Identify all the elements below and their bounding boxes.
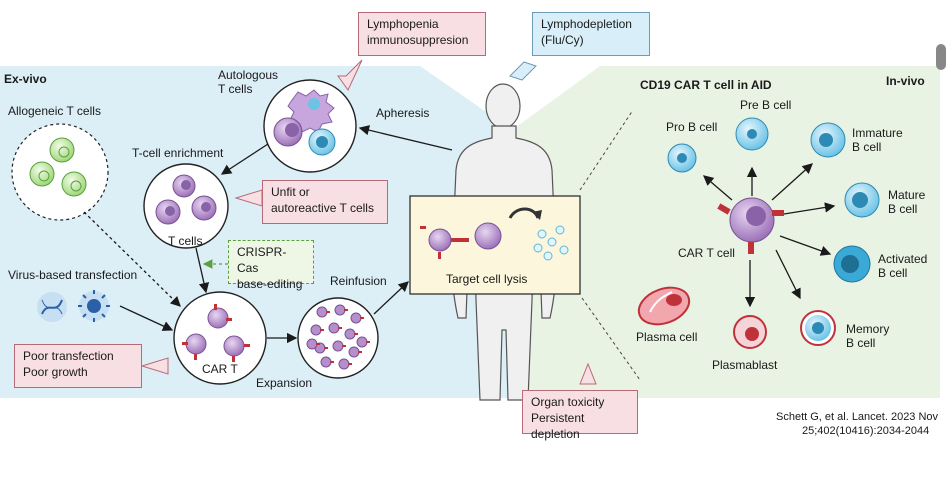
citation-line-1: Schett G, et al. Lancet. 2023 Nov xyxy=(776,411,939,423)
lymphodepletion-line-2: (Flu/Cy) xyxy=(541,33,584,47)
unfit-callout: Unfit or autoreactive T cells xyxy=(262,180,388,224)
expanded-cart-cell xyxy=(310,324,322,336)
lymphodepletion-line-1: Lymphodepletion xyxy=(541,17,632,31)
organ-callout: Organ toxicity Persistent depletion xyxy=(522,390,638,441)
lymphopenia-line-1: Lymphopenia xyxy=(367,17,439,31)
car-receptor xyxy=(358,351,362,353)
tcells-label: T cells xyxy=(168,234,203,248)
car-receptor xyxy=(324,347,328,349)
car-receptor xyxy=(330,361,334,363)
pre-b-label: Pre B cell xyxy=(740,98,792,112)
autologous-label-1: Autologous xyxy=(218,68,279,82)
car-receptor xyxy=(338,327,342,329)
allogeneic-circle xyxy=(11,123,109,221)
car-receptor xyxy=(326,311,330,313)
allogeneic-label: Allogeneic T cells xyxy=(8,104,101,118)
lymphopenia-callout: Lymphopenia immunosuppresion xyxy=(358,12,486,56)
lymphodepletion-callout: Lymphodepletion (Flu/Cy) xyxy=(532,12,650,56)
expanded-cart-cell xyxy=(332,340,344,352)
activated-label-2: B cell xyxy=(878,266,908,280)
crispr-callout: CRISPR-Cas base-editing xyxy=(228,240,314,291)
crispr-line-2: base-editing xyxy=(237,277,303,291)
expanded-cart-cell xyxy=(320,356,332,368)
exvivo-label: Ex-vivo xyxy=(4,72,47,86)
expanded-cart-cell xyxy=(356,336,368,348)
unfit-line-2: autoreactive T cells xyxy=(271,201,374,215)
expanded-cart-cell xyxy=(334,304,346,316)
car-receptor xyxy=(316,343,320,345)
expanded-cart-cell xyxy=(316,306,328,318)
pro-b-cell xyxy=(667,143,697,173)
unfit-line-1: Unfit or xyxy=(271,185,310,199)
apheresis-label: Apheresis xyxy=(376,106,430,120)
cart-label: CAR T xyxy=(202,362,238,376)
expanded-cart-cell xyxy=(328,322,340,334)
memory-b-cell xyxy=(800,310,836,346)
car-receptor xyxy=(320,329,324,331)
cart-circle xyxy=(173,291,267,385)
mature-label-1: Mature xyxy=(888,188,926,202)
target-lysis-label: Target cell lysis xyxy=(446,272,528,286)
reinfusion-label: Reinfusion xyxy=(330,274,387,288)
car-receptor xyxy=(366,341,370,343)
citation-line-2: 25;402(10416):2034-2044 xyxy=(802,425,930,437)
immature-label-1: Immature xyxy=(852,126,903,140)
expanded-cart-cell xyxy=(348,346,360,358)
expanded-cells xyxy=(306,304,370,370)
tcells-circle xyxy=(143,163,229,249)
organ-line-1: Organ toxicity xyxy=(531,395,605,409)
pro-b-label: Pro B cell xyxy=(666,120,718,134)
plasma-cell xyxy=(637,286,691,326)
cd19-cart-cell xyxy=(717,197,784,254)
poor-callout: Poor transfection Poor growth xyxy=(14,344,142,388)
expanded-cart-cell xyxy=(344,328,356,340)
crispr-line-1: CRISPR-Cas xyxy=(237,245,287,275)
activated-label-1: Activated xyxy=(878,252,928,266)
plasmablast-label: Plasmablast xyxy=(712,358,778,372)
expanded-cart-cell xyxy=(338,358,350,370)
immature-label-2: B cell xyxy=(852,140,882,154)
car-receptor xyxy=(360,317,364,319)
scrollbar[interactable] xyxy=(936,44,946,70)
poor-pointer xyxy=(140,357,169,375)
mature-b-cell xyxy=(844,182,880,218)
invivo-label: In-vivo xyxy=(886,74,925,88)
cart-cell-label: CAR T cell xyxy=(678,246,735,260)
organ-line-2: Persistent depletion xyxy=(531,411,585,441)
plasma-cell-label: Plasma cell xyxy=(636,330,698,344)
expanded-cart-cell xyxy=(350,312,362,324)
car-receptor xyxy=(348,363,352,365)
memory-label-1: Memory xyxy=(846,322,890,336)
organ-pointer xyxy=(579,362,597,385)
tcell-enrichment-label: T-cell enrichment xyxy=(132,146,224,160)
immature-b-cell xyxy=(810,122,846,158)
lymphodepletion-pointer xyxy=(509,61,537,81)
activated-b-cell xyxy=(833,245,871,283)
mature-label-2: B cell xyxy=(888,202,918,216)
memory-label-2: B cell xyxy=(846,336,876,350)
expanded-cart-cell xyxy=(306,338,318,350)
exvivo-background xyxy=(0,66,512,398)
poor-line-2: Poor growth xyxy=(23,365,88,379)
plasmablast xyxy=(733,315,767,349)
car-receptor xyxy=(354,333,358,335)
pre-b-cell xyxy=(735,117,769,151)
lymphopenia-line-2: immunosuppresion xyxy=(367,33,469,47)
poor-line-1: Poor transfection xyxy=(23,349,114,363)
virus-transfection-label: Virus-based transfection xyxy=(8,268,138,282)
car-receptor xyxy=(342,345,346,347)
car-receptor xyxy=(344,309,348,311)
expansion-label: Expansion xyxy=(256,376,313,390)
lymphopenia-pointer xyxy=(337,59,363,91)
cd19-title: CD19 CAR T cell in AID xyxy=(640,78,772,92)
autologous-label-2: T cells xyxy=(218,82,253,96)
cart-cells xyxy=(182,304,250,362)
